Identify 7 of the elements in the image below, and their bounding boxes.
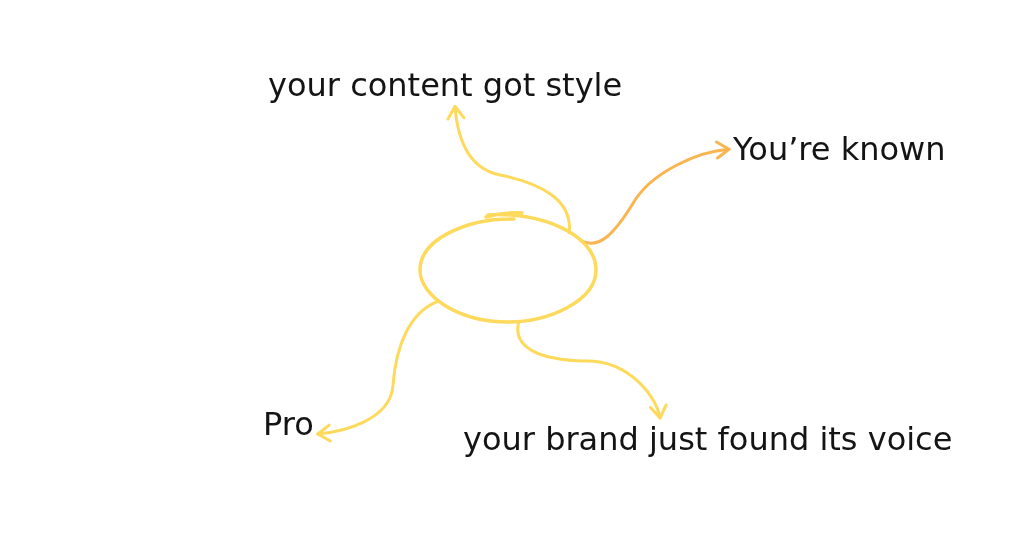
curved-arrow xyxy=(316,299,440,443)
curved-arrow xyxy=(446,104,571,235)
text-label: You’re known xyxy=(729,128,950,171)
curved-arrow xyxy=(516,320,667,420)
text-label: your content got style xyxy=(264,64,627,107)
text-label: Pro xyxy=(259,403,318,446)
text-label: your brand just found its voice xyxy=(459,418,957,461)
